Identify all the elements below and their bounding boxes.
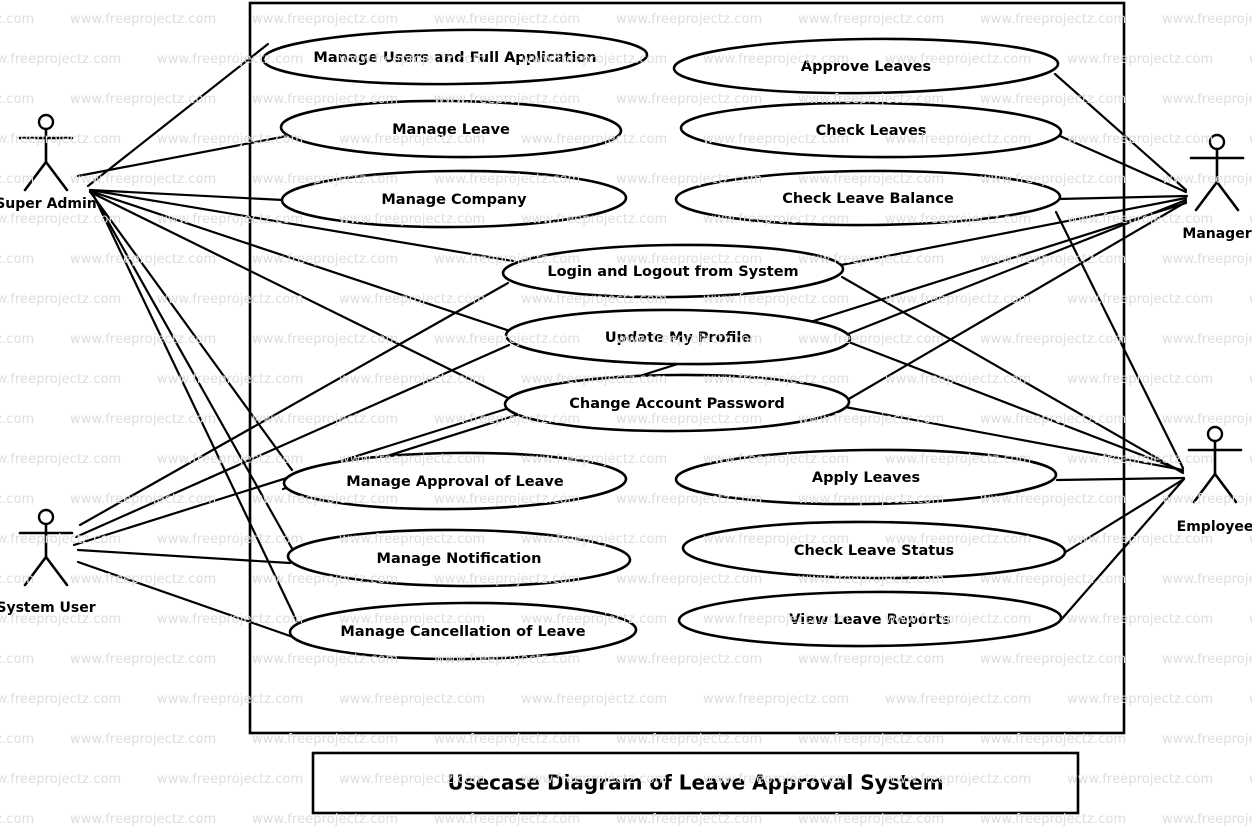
usecase-manage-approval-of-leave[interactable]: Manage Approval of Leave — [282, 451, 628, 511]
usecase-label: Approve Leaves — [801, 59, 931, 75]
usecase-check-leave-balance[interactable]: Check Leave Balance — [674, 169, 1062, 227]
actor-leg-right — [44, 555, 69, 587]
usecase-ellipse — [674, 448, 1058, 506]
usecase-ellipse — [681, 520, 1067, 580]
usecase-label: Check Leave Status — [794, 543, 954, 559]
usecase-change-account-password[interactable]: Change Account Password — [503, 373, 851, 433]
usecase-label: Change Account Password — [569, 396, 785, 412]
system-boundary — [248, 1, 1126, 735]
system-boundary-layer — [248, 1, 1126, 735]
usecase-ellipse — [280, 169, 628, 229]
association-line — [1056, 194, 1189, 201]
usecase-manage-cancellation-of-leave[interactable]: Manage Cancellation of Leave — [288, 601, 638, 661]
association-line — [840, 275, 1185, 475]
actor-leg-left — [23, 160, 48, 192]
caption-box — [311, 751, 1080, 815]
association-line — [91, 192, 302, 630]
association-line — [76, 548, 292, 565]
association-line — [88, 189, 512, 333]
association-layer — [72, 42, 1189, 639]
usecase-ellipse — [674, 169, 1062, 227]
association-line — [90, 191, 296, 554]
actor-head-icon — [1206, 425, 1224, 443]
usecase-label: Update My Profile — [605, 330, 752, 346]
association-line — [1054, 210, 1185, 470]
usecase-ellipse — [504, 308, 852, 366]
actor-head-icon — [37, 113, 55, 131]
caption-layer: Usecase Diagram of Leave Approval System — [311, 751, 1080, 815]
usecase-ellipse — [279, 99, 623, 159]
association-line — [1053, 72, 1188, 192]
actor-label: Employee — [1177, 519, 1252, 535]
association-line — [839, 196, 1188, 267]
usecase-ellipse — [677, 590, 1063, 648]
actor-head-icon — [37, 508, 55, 526]
usecase-label: Manage Leave — [392, 122, 510, 138]
usecase-label: Manage Notification — [377, 551, 542, 567]
usecase-check-leaves[interactable]: Check Leaves — [679, 101, 1063, 159]
usecase-label: Manage Cancellation of Leave — [340, 624, 585, 640]
actor-leg-right — [44, 160, 69, 192]
usecase-ellipse — [503, 373, 851, 433]
usecase-manage-notification[interactable]: Manage Notification — [286, 528, 632, 588]
usecase-label: View Leave Reports — [789, 612, 950, 628]
actor-leg-right — [1215, 180, 1240, 212]
usecase-label: Check Leaves — [816, 123, 927, 139]
actor-label: System User — [0, 600, 96, 616]
actor-label: Manager — [1182, 226, 1251, 242]
usecase-ellipse — [282, 451, 628, 511]
actor-super-admin[interactable]: Super Admin — [0, 113, 97, 212]
association-line — [844, 339, 1185, 473]
actor-label: Super Admin — [0, 196, 97, 212]
diagram-caption: Usecase Diagram of Leave Approval System — [447, 771, 943, 795]
usecase-label: Login and Logout from System — [547, 264, 798, 280]
usecase-layer: Manage Users and Full ApplicationManage … — [261, 28, 1067, 661]
association-line — [1058, 477, 1186, 623]
actor-leg-left — [1194, 180, 1219, 212]
usecase-ellipse — [679, 101, 1063, 159]
usecase-label: Manage Approval of Leave — [346, 474, 564, 490]
usecase-label: Check Leave Balance — [782, 191, 954, 207]
usecase-update-my-profile[interactable]: Update My Profile — [504, 308, 852, 366]
association-line — [78, 281, 510, 527]
usecase-approve-leaves[interactable]: Approve Leaves — [672, 37, 1060, 96]
usecase-ellipse — [672, 37, 1060, 95]
association-line — [74, 343, 511, 539]
usecase-view-leave-reports[interactable]: View Leave Reports — [677, 590, 1063, 648]
actor-manager[interactable]: Manager — [1182, 133, 1252, 242]
usecase-label: Manage Company — [381, 192, 527, 208]
association-line — [76, 560, 295, 639]
actor-leg-left — [23, 555, 48, 587]
association-line — [88, 190, 510, 400]
association-line — [89, 191, 294, 472]
actor-system-user[interactable]: System User — [0, 508, 96, 616]
association-line — [1055, 476, 1186, 482]
usecase-ellipse — [501, 243, 845, 299]
association-line — [845, 200, 1188, 402]
usecase-ellipse — [286, 528, 632, 588]
usecase-label: Apply Leaves — [812, 470, 920, 486]
association-line — [843, 405, 1185, 472]
actor-leg-left — [1192, 472, 1217, 504]
association-line — [76, 134, 289, 178]
usecase-manage-leave[interactable]: Manage Leave — [279, 99, 623, 159]
usecase-label: Manage Users and Full Application — [313, 50, 596, 66]
usecase-login-and-logout-from-system[interactable]: Login and Logout from System — [501, 243, 845, 299]
association-line — [86, 42, 270, 188]
actor-leg-right — [1213, 472, 1238, 504]
association-line — [88, 188, 515, 263]
usecase-apply-leaves[interactable]: Apply Leaves — [674, 448, 1058, 507]
usecase-manage-users-full-application[interactable]: Manage Users and Full Application — [261, 28, 649, 87]
usecase-check-leave-status[interactable]: Check Leave Status — [681, 520, 1067, 580]
actor-head-icon — [1208, 133, 1226, 151]
actor-employee[interactable]: Employee — [1177, 425, 1252, 535]
usecase-ellipse — [288, 601, 638, 661]
usecase-manage-company[interactable]: Manage Company — [280, 169, 628, 229]
usecase-ellipse — [261, 28, 649, 86]
